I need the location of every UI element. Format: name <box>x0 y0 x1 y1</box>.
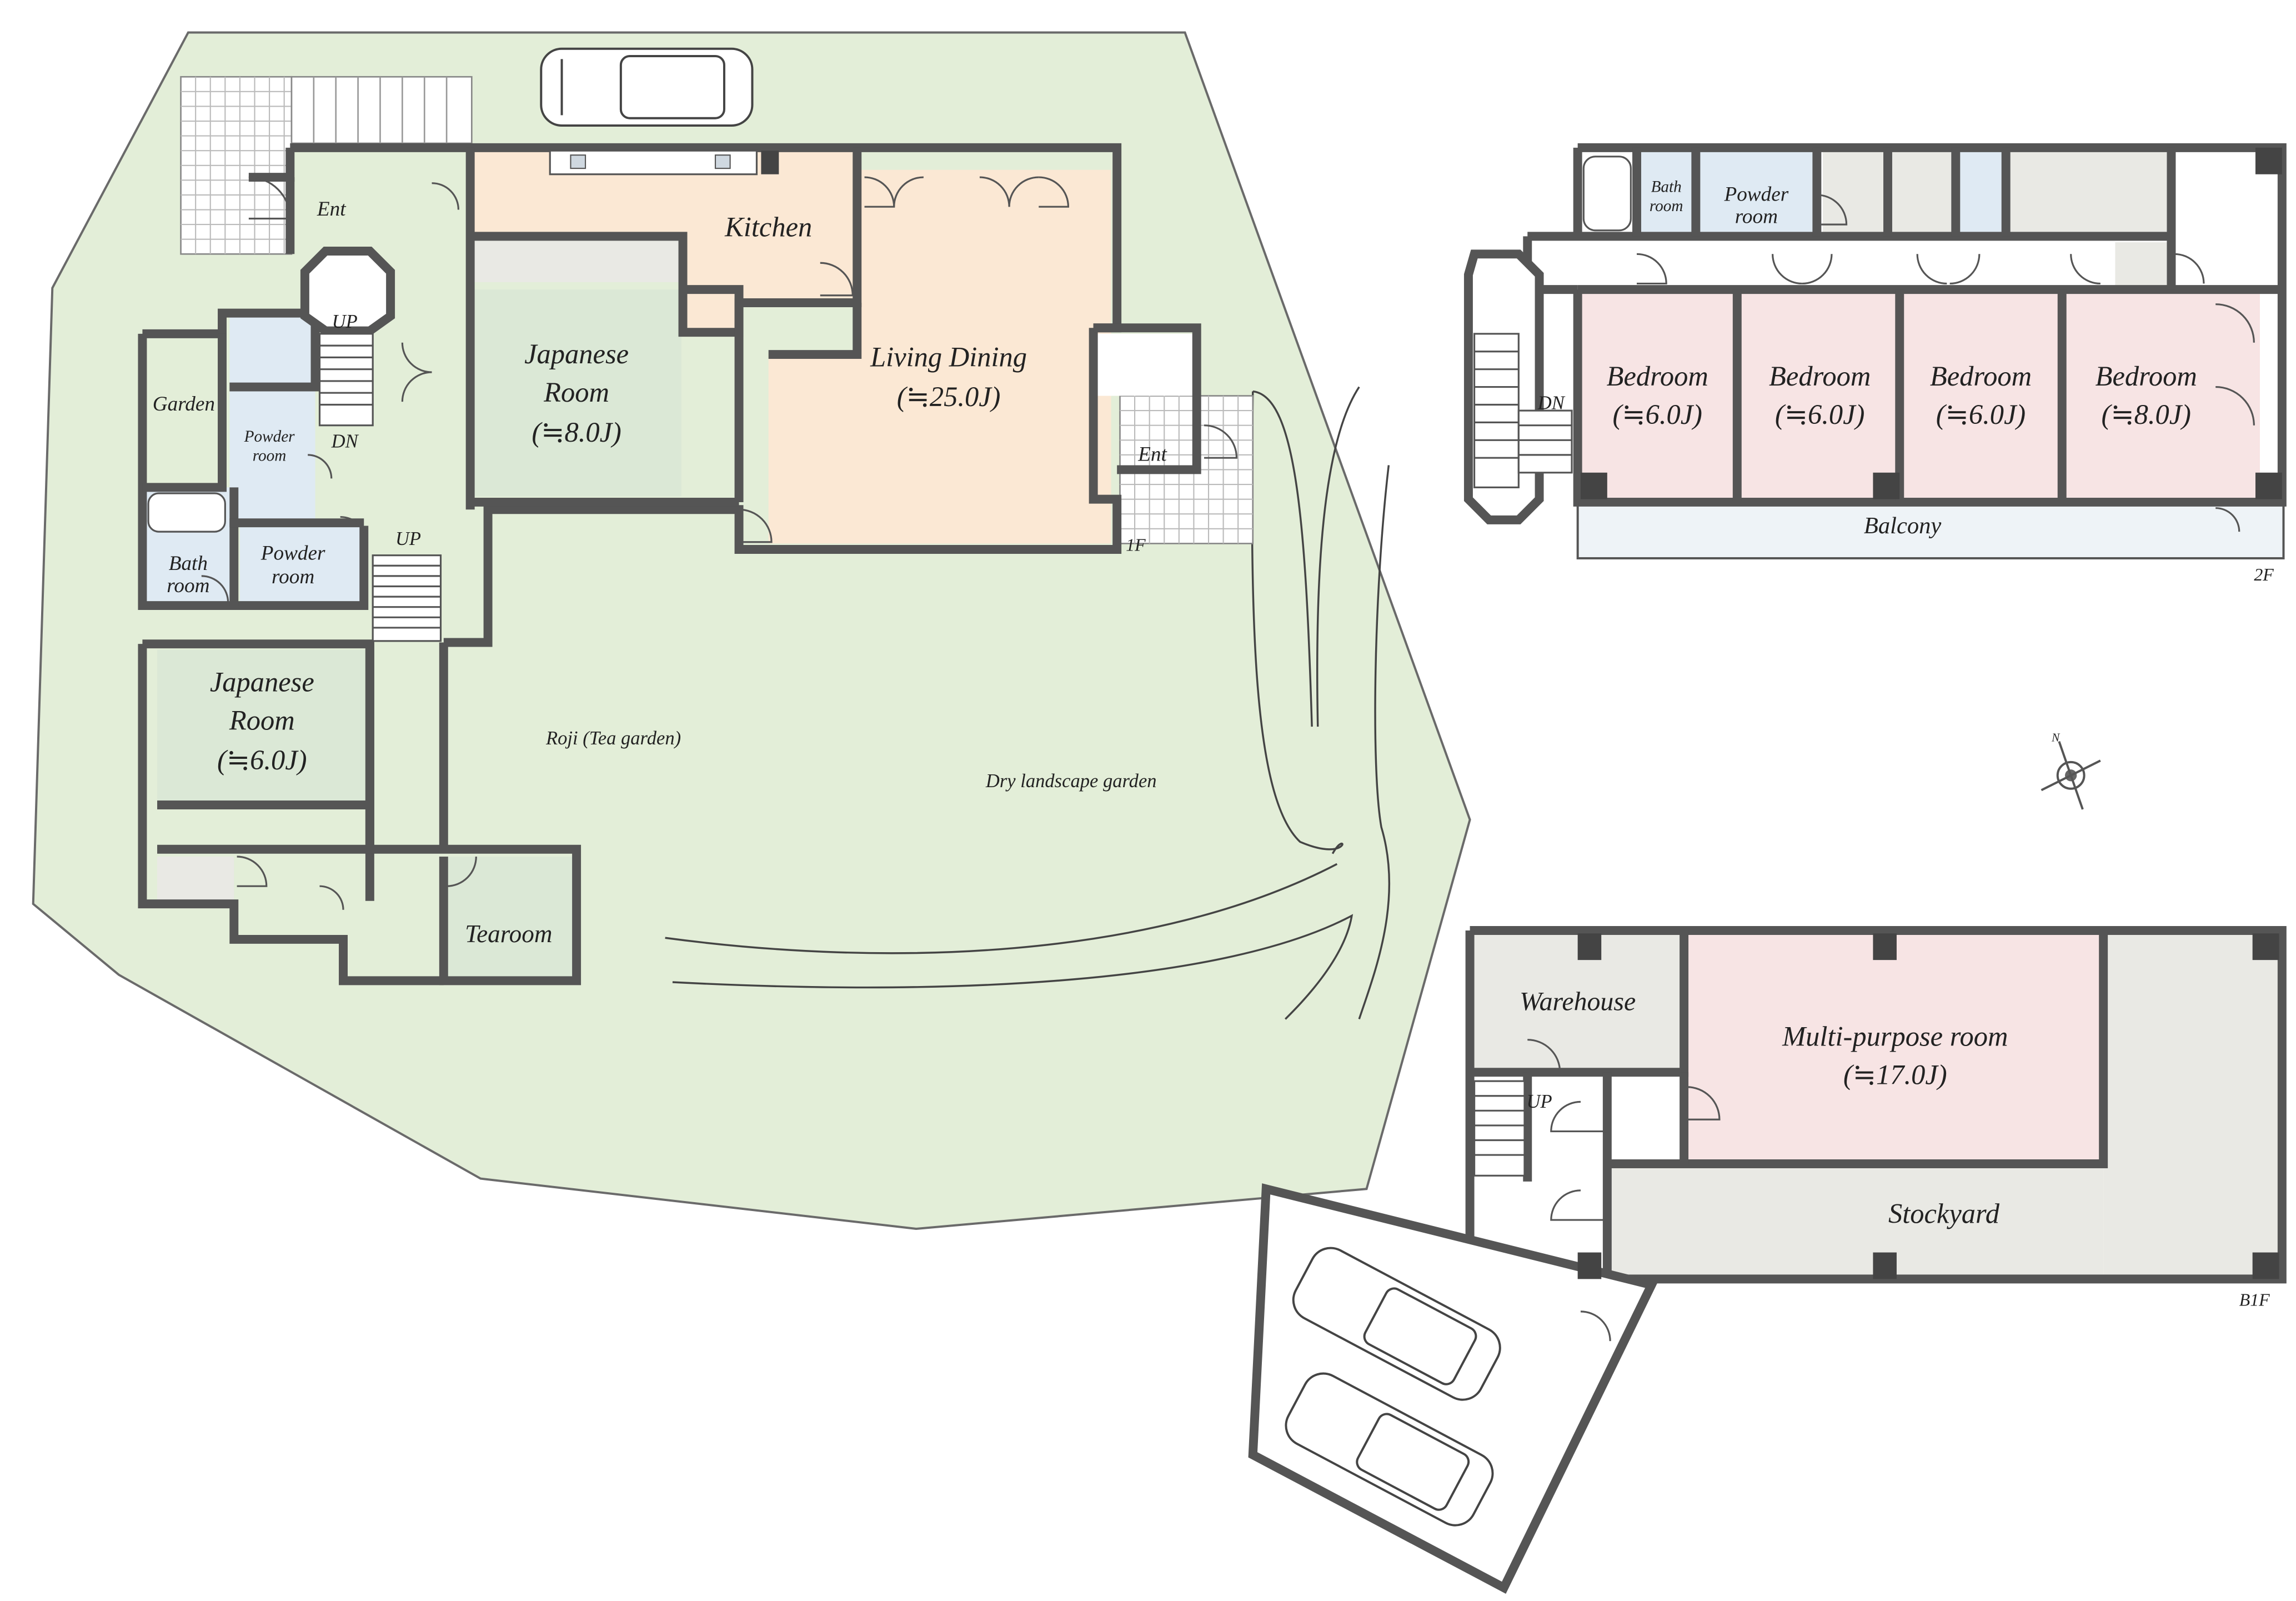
kitchen-counter <box>549 149 779 176</box>
living-dining-label: Living Dining <box>870 341 1027 372</box>
japanese-room-a-label: Japanese <box>524 338 629 369</box>
bath-2f-label: Bath <box>1651 178 1682 196</box>
b1f-labels: Warehouse Multi-purpose room (≒17.0J) St… <box>1520 987 2270 1310</box>
stairs-2f <box>1473 333 1573 488</box>
stairs-down-2f-label: DN <box>1537 392 1566 413</box>
bedroom-3-size: (≒6.0J) <box>1936 399 2026 430</box>
floor-b1f-label: B1F <box>2239 1290 2270 1309</box>
1f-labels: Kitchen Living Dining (≒25.0J) Japanese … <box>153 198 1168 948</box>
living-dining-size: (≒25.0J) <box>897 381 1001 412</box>
multi-purpose-size: (≒17.0J) <box>1843 1059 1947 1090</box>
roji-label: Roji (Tea garden) <box>545 728 681 749</box>
powder-room-small-label: Powder <box>244 428 295 446</box>
bedroom-1-label: Bedroom <box>1607 361 1708 392</box>
floor-1f-label: 1F <box>1126 536 1146 555</box>
bedroom-4-size: (≒8.0J) <box>2102 399 2192 430</box>
balcony-rail <box>1576 501 2285 559</box>
compass-icon: N <box>2041 731 2101 810</box>
parked-car-icon <box>1285 1247 1501 1527</box>
balcony-label: Balcony <box>1864 513 1941 539</box>
door-swings-b1f <box>1527 1039 1721 1342</box>
2f-columns <box>1580 147 2282 499</box>
bedroom-1-size: (≒6.0J) <box>1612 399 1702 430</box>
dry-garden-label: Dry landscape garden <box>985 771 1157 792</box>
powder-room-small-label-2: room <box>253 447 287 465</box>
entrance-side-label: Ent <box>1137 443 1167 466</box>
bedroom-4-label: Bedroom <box>2096 361 2197 392</box>
powder-room-label: Powder <box>260 542 325 565</box>
bath-room-label: Bath <box>169 552 208 575</box>
stairs-down-label: DN <box>331 431 359 452</box>
1f-walls <box>138 143 1201 985</box>
powder-room-label-2: room <box>272 566 314 588</box>
b1f-columns <box>1577 933 2279 1279</box>
japanese-room-a-label-2: Room <box>543 377 609 408</box>
b1f-stairs <box>1473 1080 1526 1177</box>
tearoom-label: Tearoom <box>465 920 552 948</box>
bedroom-2-label: Bedroom <box>1769 361 1871 392</box>
1f-room-fills <box>142 147 1194 981</box>
kitchen-label: Kitchen <box>724 211 812 242</box>
stairs-up-b1f-label: UP <box>1527 1091 1552 1112</box>
2f-walls <box>1523 143 2287 507</box>
stair-tower-1f <box>300 246 395 336</box>
entrance-main-label: Ent <box>317 198 347 221</box>
bath-2f-label-2: room <box>1650 197 1683 215</box>
bathtub-1f <box>147 492 226 533</box>
garden-path-lines <box>665 386 1391 1020</box>
japanese-room-b-label-2: Room <box>229 704 295 736</box>
bedroom-2-size: (≒6.0J) <box>1775 399 1865 430</box>
stairs-up-label-1: UP <box>332 311 358 332</box>
garden-label: Garden <box>153 393 215 416</box>
warehouse-label: Warehouse <box>1520 987 1636 1017</box>
bathtub-2f <box>1582 156 1632 232</box>
b1f-fills <box>1471 933 2281 1279</box>
powder-2f-label-2: room <box>1735 205 1778 228</box>
bath-room-label-2: room <box>167 574 209 597</box>
floor-2f-label: 2F <box>2254 565 2274 584</box>
japanese-room-b-label: Japanese <box>210 666 314 697</box>
compass-north-label: N <box>2051 731 2061 744</box>
stairs-up-label-2: UP <box>395 528 421 549</box>
door-swings-2f <box>1637 194 2255 532</box>
stockyard-label: Stockyard <box>1888 1198 2000 1229</box>
2f-labels: Bath room Powder room Bedroom (≒6.0J) Be… <box>1537 178 2274 584</box>
2f-fills <box>1577 147 2284 558</box>
japanese-room-b-size: (≒6.0J) <box>217 744 307 776</box>
car-icon <box>540 47 754 127</box>
stairs-1f <box>318 333 442 642</box>
multi-purpose-label: Multi-purpose room <box>1782 1020 2008 1052</box>
japanese-room-a-size: (≒8.0J) <box>532 417 621 448</box>
powder-2f-label: Powder <box>1723 183 1788 206</box>
bedroom-3-label: Bedroom <box>1930 361 2032 392</box>
door-swings-1f <box>201 176 1238 910</box>
